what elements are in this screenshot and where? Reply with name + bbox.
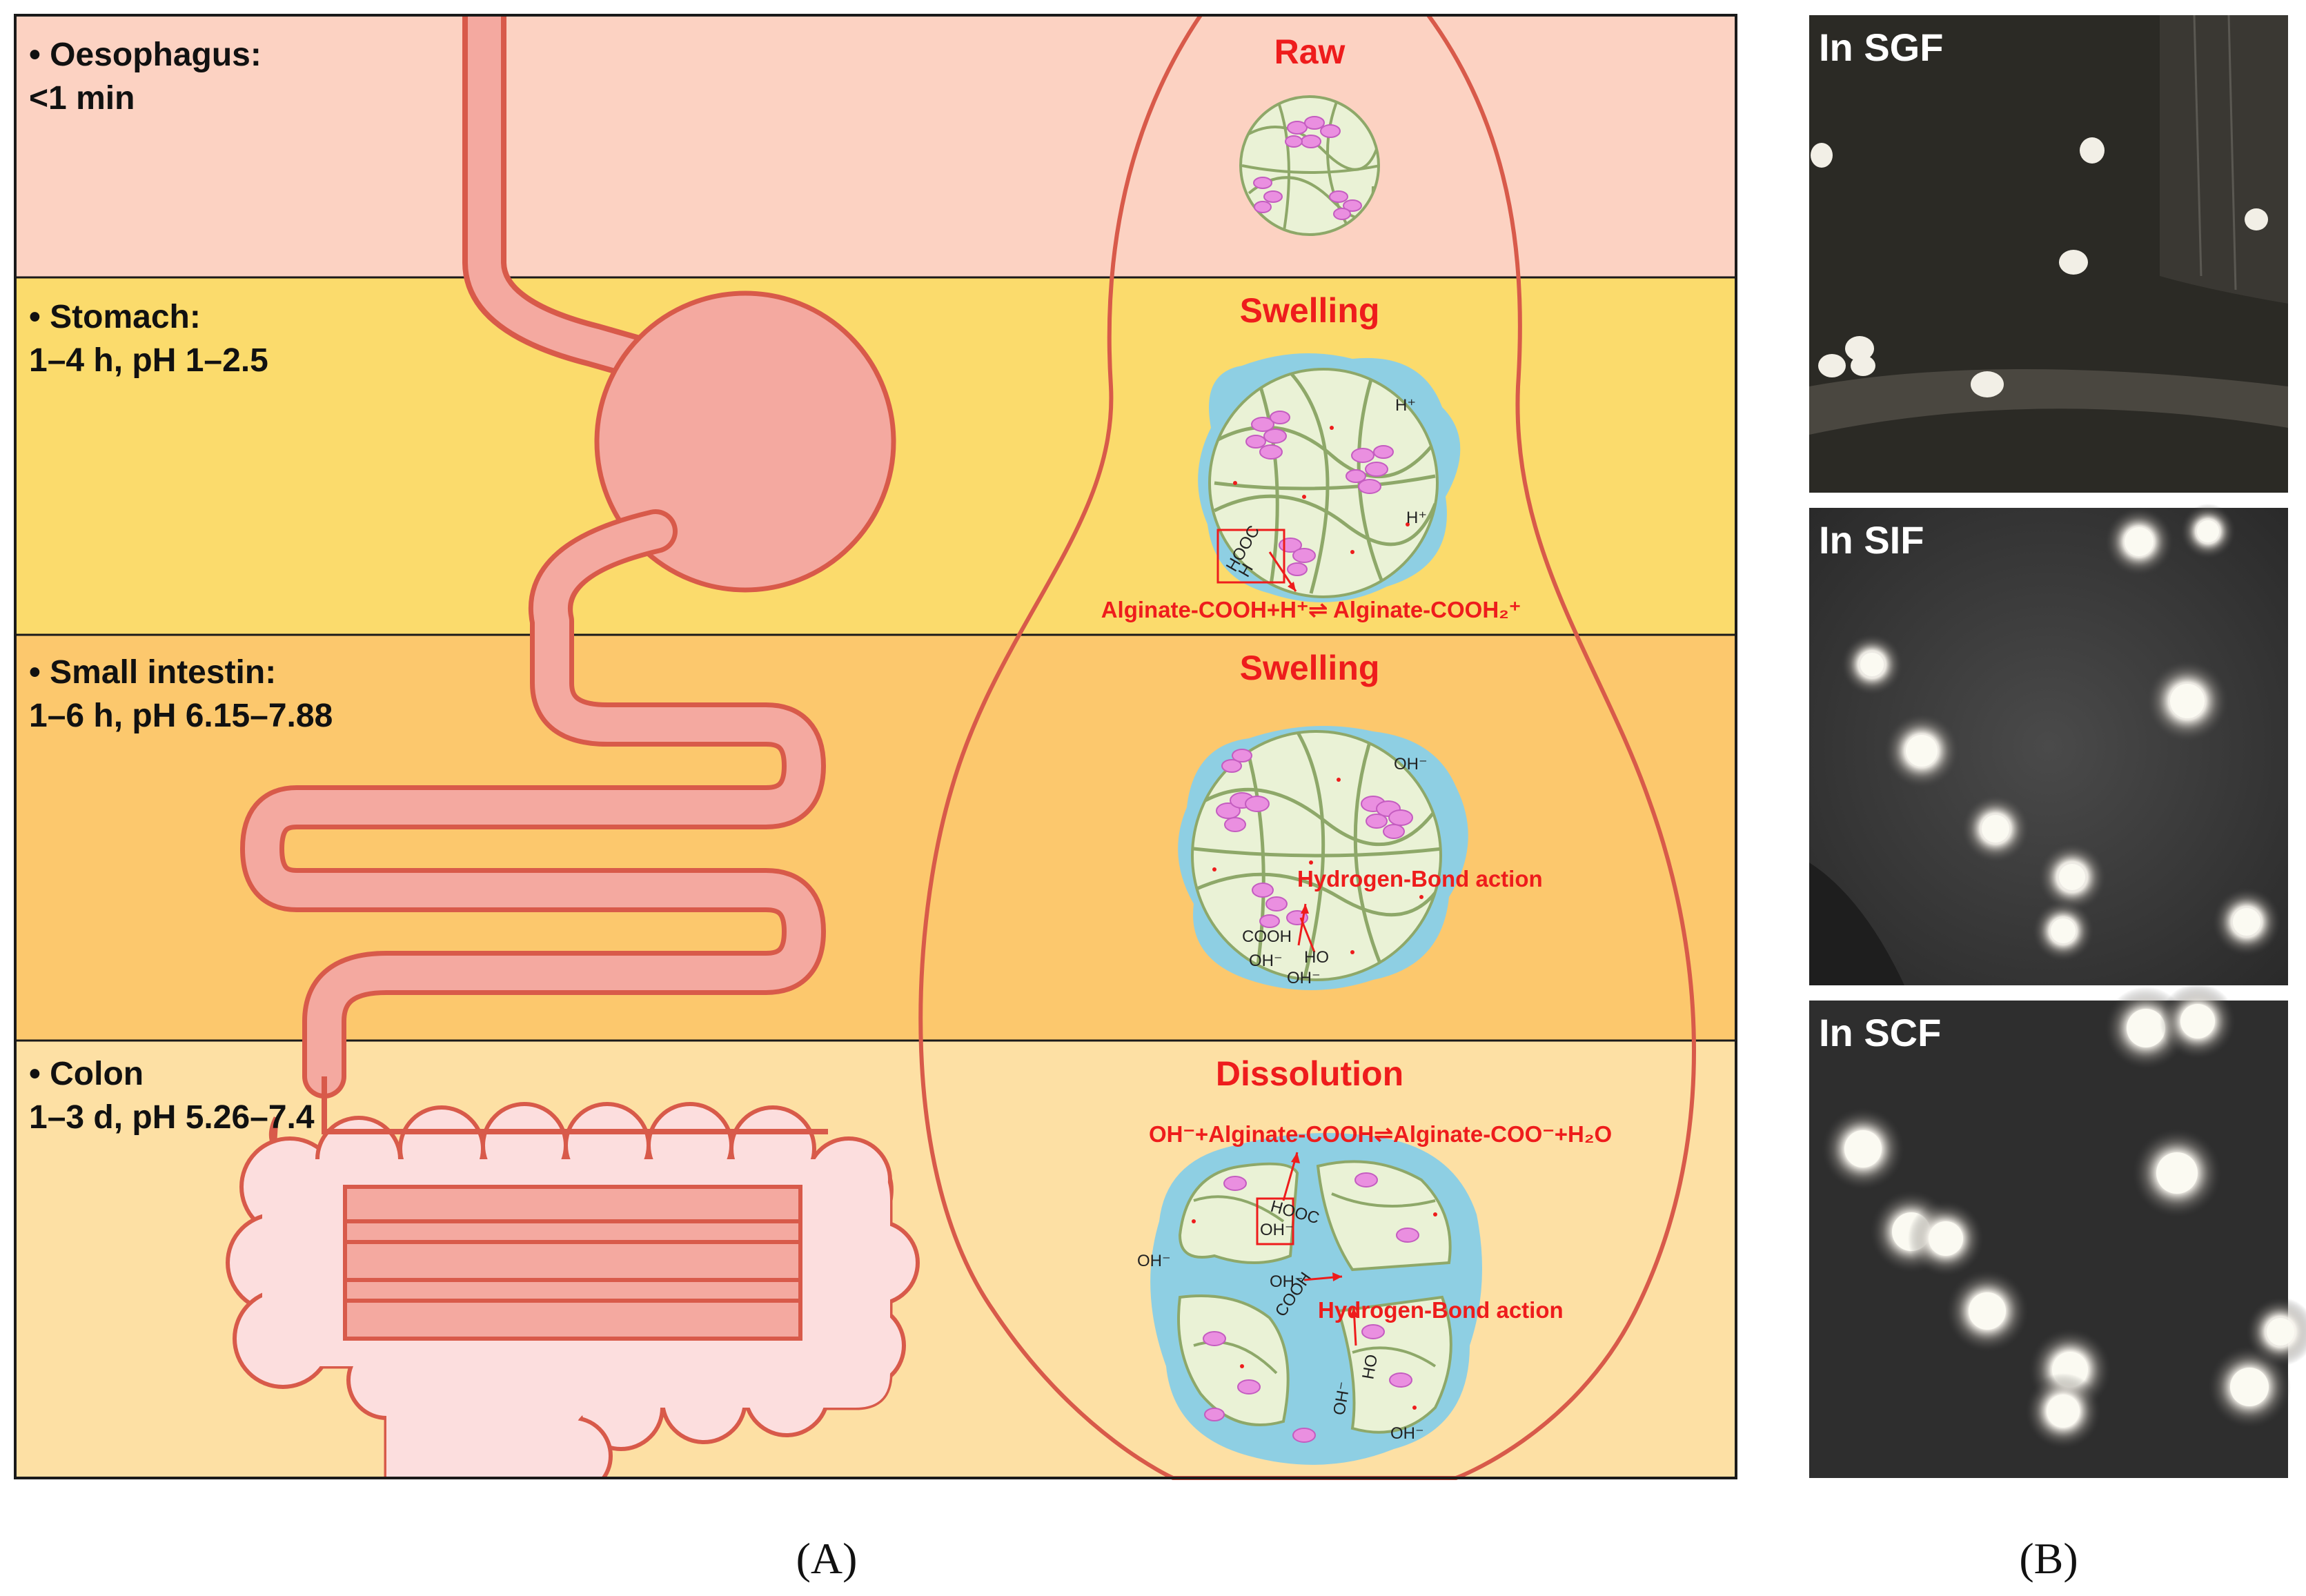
stage-title-small-intestine: Swelling xyxy=(1240,649,1380,687)
colon-ion-oh: OH⁻ xyxy=(1137,1252,1171,1270)
bead-small-intestine: COOH HO OH⁻ OH⁻ OH⁻ xyxy=(1178,726,1468,990)
photo-sgf: In SGF xyxy=(1809,14,2288,493)
bead-raw xyxy=(1239,95,1380,236)
stage-title-stomach: Swelling xyxy=(1240,291,1380,330)
photo-sif: In SIF xyxy=(1809,504,2288,985)
small-intestine-ion-oh: OH⁻ xyxy=(1287,969,1321,987)
small-intestine-cooh: COOH xyxy=(1242,927,1292,946)
colon-ion-oh: OH⁻ xyxy=(1260,1221,1294,1239)
zone-title-oesophagus: • Oesophagus: xyxy=(29,37,262,73)
photo-label-scf: In SCF xyxy=(1819,1011,1941,1054)
small-intestine-ion-oh: OH⁻ xyxy=(1249,952,1283,970)
colon-equation: OH⁻+Alginate-COOH⇌Alginate-COO⁻+H₂O xyxy=(1149,1121,1612,1147)
panel-b-letter: (B) xyxy=(2019,1534,2078,1583)
panel-a-letter: (A) xyxy=(796,1534,858,1583)
zone-detail-stomach: 1–4 h, pH 1–2.5 xyxy=(29,342,268,379)
zone-oesophagus-band xyxy=(15,15,1736,277)
zone-title-small-intestine: • Small intestin: xyxy=(29,654,276,691)
photo-label-sif: In SIF xyxy=(1819,518,1924,562)
small-intestine-ion-oh: OH⁻ xyxy=(1394,755,1428,774)
panel-b: In SGF In SIF xyxy=(1809,14,2306,1583)
colon-annotation: Hydrogen-Bond action xyxy=(1318,1297,1564,1323)
zone-title-colon: • Colon xyxy=(29,1056,144,1092)
stomach-ion-h: H⁺ xyxy=(1395,396,1416,415)
colon-shape xyxy=(226,1076,920,1478)
stage-title-colon: Dissolution xyxy=(1216,1054,1403,1093)
zone-detail-small-intestine: 1–6 h, pH 6.15–7.88 xyxy=(29,698,333,734)
panel-a-frame xyxy=(14,14,1737,1479)
panel-a: • Oesophagus: <1 min • Stomach: 1–4 h, p… xyxy=(14,14,1737,1583)
stomach-ion-h: H⁺ xyxy=(1406,509,1427,527)
zone-title-stomach: • Stomach: xyxy=(29,299,201,335)
colon-ion-oh: OH⁻ xyxy=(1270,1272,1303,1291)
zone-detail-oesophagus: <1 min xyxy=(29,80,135,117)
small-intestine-annotation: Hydrogen-Bond action xyxy=(1297,866,1543,891)
stomach-equation: Alginate-COOH+H⁺⇌ Alginate-COOH₂⁺ xyxy=(1101,597,1521,622)
colon-ion-oh: OH⁻ xyxy=(1390,1424,1424,1443)
zone-detail-colon: 1–3 d, pH 5.26–7.4 xyxy=(29,1099,315,1136)
bead-colon: HOOC OH⁻ OH⁻ OH⁻ COOH HO OH⁻ OH⁻ xyxy=(1137,1133,1482,1465)
photo-scf: In SCF xyxy=(1809,983,2306,1478)
bead-stomach: HOOC H H⁺ H⁺ xyxy=(1198,353,1461,602)
colon-ho: HO xyxy=(1359,1353,1381,1381)
stage-title-raw: Raw xyxy=(1274,32,1346,71)
small-intestine-ho: HO xyxy=(1304,948,1329,967)
digestive-tract-illustration xyxy=(226,15,920,1478)
photo-label-sgf: In SGF xyxy=(1819,26,1943,69)
